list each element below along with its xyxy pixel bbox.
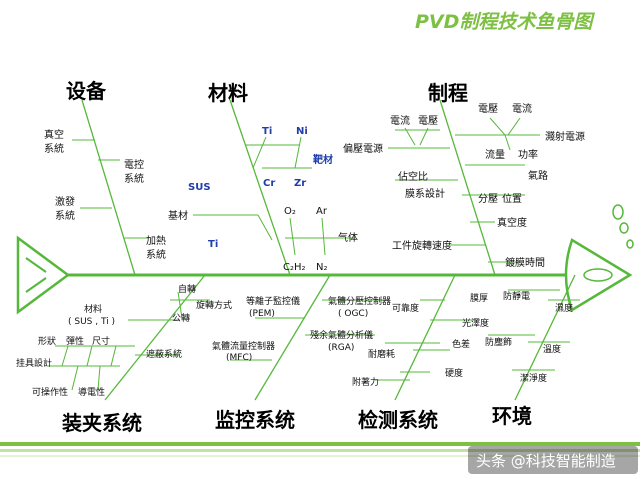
label-size: 尺寸 [92,335,110,347]
label-shape: 形狀 [38,335,56,347]
bubbles-decoration [612,204,634,249]
category-equipment: 设备 [66,79,107,103]
category-monitor: 监控系统 [215,408,295,432]
label-temperature: 溫度 [543,343,561,355]
label-sputter-power: 濺射電源 [545,130,585,143]
label-ogc-abbr: ( OGC) [338,309,368,319]
label-shielding: 遮蔽系統 [146,348,182,360]
label-dust-proof: 防塵飾 [485,336,512,348]
label-operability: 可操作性 [32,386,68,398]
category-inspection: 检测系统 [358,408,438,432]
label-hanger-design: 挂具設計 [16,357,52,369]
label-n2: N₂ [316,262,328,273]
label-anti-static: 防靜電 [503,290,530,302]
label-ti-bottom: Ti [208,239,218,250]
label-excite-system: 系統 [55,209,75,222]
category-fixture: 装夹系统 [61,411,142,435]
label-pem: 等離子監控儀 [246,295,300,307]
label-adhesion: 附著力 [352,376,379,388]
label-fixture-material-types: ( SUS , Ti ) [68,317,115,327]
material-branch: Ti Ni Cr Zr 靶材 SUS 基材 Ti O₂ Ar 气体 C₂H₂ N… [168,126,358,273]
label-vacuum: 真空 [44,128,64,141]
label-o2: O₂ [284,206,296,217]
label-sus: SUS [188,182,211,193]
label-abrasion: 耐磨耗 [368,348,395,360]
label-ni: Ni [296,126,308,137]
label-ar: Ar [316,206,328,217]
label-mfc: 氣體流量控制器 [212,340,275,352]
label-duty-ratio: 佔空比 [398,170,428,183]
label-mfc-abbr: (MFC) [226,353,252,363]
label-current-a: 電流 [390,114,410,127]
label-gas-path: 氣路 [528,169,548,182]
label-conductivity: 導電性 [78,386,105,398]
sub-bones [47,117,580,391]
fixture-branch: 材料 ( SUS , Ti ) 形狀 彈性 尺寸 挂具設計 可操作性 導電性 遮… [16,283,232,398]
label-fixture-material: 材料 [84,303,102,315]
label-vacuum-degree: 真空度 [497,216,527,229]
page-title: PVD制程技术鱼骨图 [415,11,595,33]
label-zr: Zr [294,178,306,189]
label-excite: 激發 [55,195,75,208]
environment-branch: 防靜電 濕度 防塵飾 溫度 潔淨度 [485,290,573,384]
category-environment: 环境 [492,404,532,428]
label-humidity: 濕度 [555,302,573,314]
category-material: 材料 [208,81,248,105]
label-target: 靶材 [313,153,333,166]
label-voltage-b: 電壓 [478,103,498,115]
label-electric: 電控 [124,158,144,171]
label-heat-system: 系統 [146,248,166,261]
monitor-branch: 等離子監控儀 (PEM) 氣體流量控制器 (MFC) 氣體分壓控制器 ( OGC… [212,295,391,363]
label-reliability: 可靠度 [392,302,419,314]
label-current-b: 電流 [512,102,532,115]
label-power: 功率 [518,148,538,161]
label-voltage-a: 電壓 [418,115,438,127]
label-pem-abbr: (PEM) [249,309,275,319]
label-color-diff: 色差 [452,338,470,350]
watermark: 头条 @科技智能制造 [468,446,638,474]
label-rotation-speed: 工件旋轉速度 [392,239,452,252]
label-rga-abbr: (RGA) [328,343,354,353]
main-bones [81,99,576,401]
label-rotation-mode: 旋轉方式 [196,299,232,311]
label-gloss: 光澤度 [462,317,489,329]
inspection-branch: 可靠度 耐磨耗 附著力 膜厚 光澤度 色差 硬度 [352,293,489,388]
process-branch: 電流 電壓 偏壓電源 電壓 電流 濺射電源 佔空比 流量 功率 氣路 膜系設計 … [343,102,585,269]
label-substrate: 基材 [168,209,188,222]
label-rga: 殘余氣體分析儀 [310,329,373,341]
label-position: 位置 [502,192,522,205]
watermark-text: 头条 @科技智能制造 [476,452,616,470]
category-labels: 设备 材料 制程 装夹系统 监控系统 检测系统 环境 [61,79,532,435]
label-bias-power: 偏壓電源 [343,142,383,155]
label-self-rotation: 自轉 [178,283,196,295]
label-gas: 气体 [338,231,358,244]
label-electric-system: 系統 [124,172,144,185]
label-heat: 加熱 [146,234,166,247]
label-revolution: 公轉 [172,312,190,324]
bottom-stripes [0,442,640,457]
spine [16,235,633,315]
label-elasticity: 彈性 [66,335,84,347]
category-process: 制程 [428,81,468,105]
label-ogc: 氣體分壓控制器 [328,295,391,307]
label-ti-top: Ti [262,126,272,137]
label-vacuum-system: 系統 [44,142,64,155]
equipment-branch: 真空 系統 電控 系統 激發 系統 加熱 系統 [44,128,166,261]
label-cleanliness: 潔淨度 [520,372,547,384]
label-cr: Cr [263,178,275,189]
label-partial-pressure: 分壓 [478,193,498,205]
label-coating-time: 鍍膜時間 [505,256,545,269]
label-thickness: 膜厚 [470,293,488,304]
label-film-design: 膜系設計 [405,187,445,200]
label-flow: 流量 [485,148,505,161]
label-hardness: 硬度 [445,367,463,379]
label-c2h2: C₂H₂ [283,262,306,273]
